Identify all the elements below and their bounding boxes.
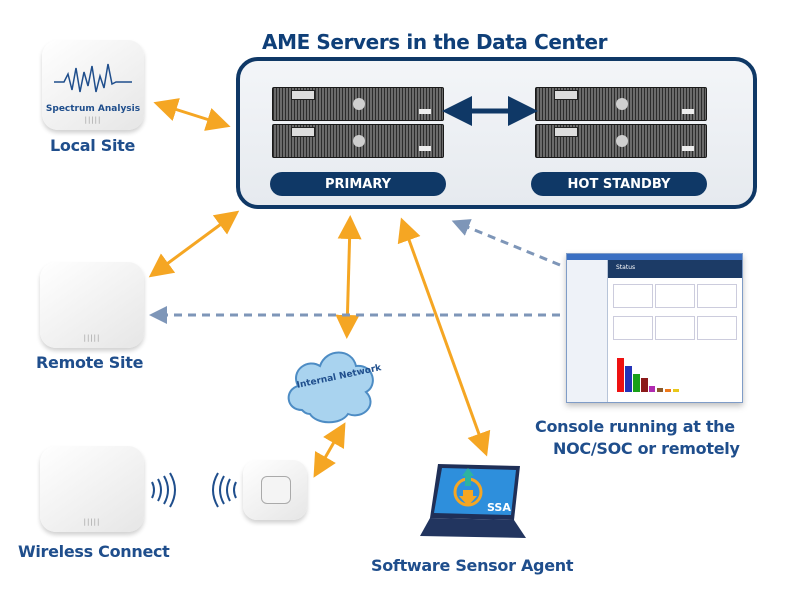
console-bar-chart: [617, 358, 679, 392]
ssa-badge: SSA: [487, 501, 511, 514]
hot-standby-label: HOT STANDBY: [531, 172, 707, 196]
data-center-box: PRIMARY HOT STANDBY: [236, 57, 757, 209]
primary-server: [272, 87, 444, 159]
wireless-connect-sensor: |||||: [40, 446, 144, 532]
primary-label: PRIMARY: [270, 172, 446, 196]
remote-site-sensor: |||||: [40, 262, 144, 348]
diagram-title: AME Servers in the Data Center: [262, 30, 608, 54]
arrow-local-site: [153, 98, 231, 131]
console-status-title: Status: [608, 260, 742, 278]
spectrum-waveform-icon: [54, 63, 132, 93]
arrow-ssa: [397, 217, 491, 457]
console-label-line2: NOC/SOC or remotely: [553, 439, 740, 458]
wireless-waves-icon: [151, 472, 237, 508]
access-point: [243, 460, 307, 520]
remote-site-label: Remote Site: [36, 353, 144, 372]
internal-network-cloud: [287, 351, 374, 424]
local-site-label: Local Site: [50, 136, 136, 155]
console-screenshot: Status: [566, 253, 743, 403]
standby-server: [535, 87, 707, 159]
console-label-line1: Console running at the: [535, 417, 735, 436]
arrow-wireless: [313, 422, 346, 478]
ssa-laptop: [420, 464, 526, 538]
wireless-connect-label: Wireless Connect: [18, 542, 170, 561]
arrow-remote-site: [148, 210, 240, 278]
local-site-sensor: Spectrum Analysis |||||: [42, 40, 144, 130]
arrow-internal-network: [335, 215, 362, 339]
spectrum-analysis-text: Spectrum Analysis: [45, 104, 141, 114]
software-sensor-agent-label: Software Sensor Agent: [371, 556, 574, 575]
dashed-arrow-console-dc: [451, 219, 561, 267]
